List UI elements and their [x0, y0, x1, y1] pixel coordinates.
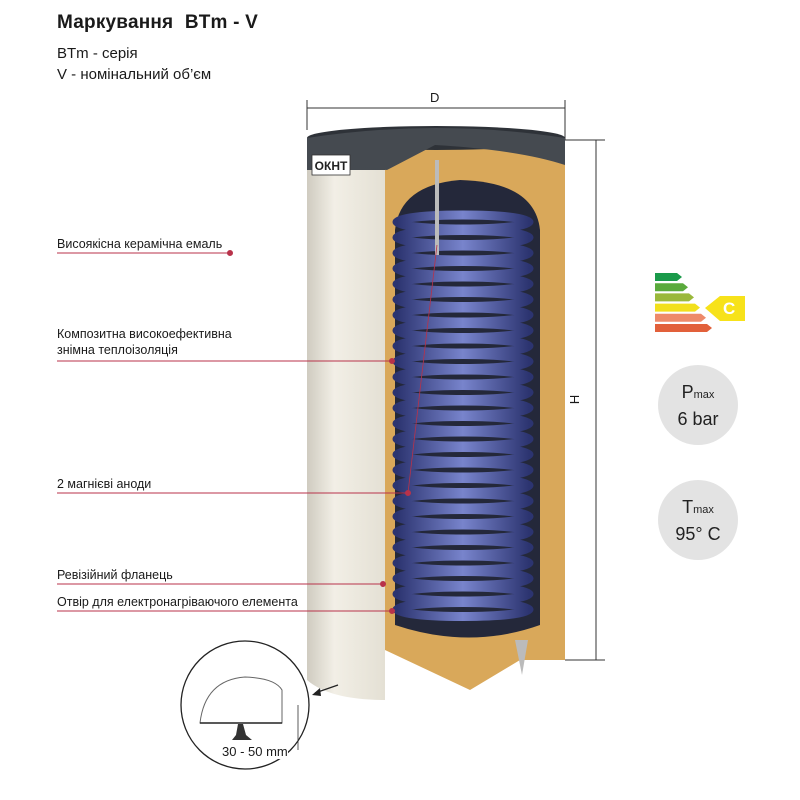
- callout-flange: Ревізійний фланець: [57, 568, 173, 582]
- callout-heater-opening: Отвір для електронагріваючого елемента: [57, 595, 298, 609]
- energy-class-indicator: [705, 296, 745, 321]
- energy-bar: [655, 313, 706, 322]
- spec-sub: max: [693, 504, 714, 516]
- callout-insulation: Композитна високоефективна знімна теплоі…: [57, 327, 232, 357]
- coil-turn: [392, 598, 534, 621]
- title-text: Маркування: [57, 12, 174, 33]
- model-code: BTm - V: [184, 12, 259, 33]
- height-dimension-label: H: [567, 394, 583, 405]
- legend-volume: V - номінальний об’єм: [57, 66, 212, 83]
- spec-symbol: T: [682, 497, 694, 517]
- diameter-dimension-label: D: [430, 90, 440, 105]
- spec-symbol: P: [681, 382, 694, 402]
- spec-value: 6 bar: [677, 409, 719, 429]
- spec-tmax: Tmax 95° C: [658, 480, 738, 560]
- legend-series: BTm - серія: [57, 45, 138, 62]
- leg-adjust-label: 30 - 50 mm: [222, 744, 288, 759]
- energy-bar: [655, 273, 682, 281]
- spec-value: 95° C: [675, 524, 721, 544]
- energy-bar: [655, 283, 688, 292]
- callout-enamel: Висоякісна керамічна емаль: [57, 237, 223, 251]
- energy-bar: [655, 293, 694, 302]
- spec-pmax: Pmax 6 bar: [658, 365, 738, 445]
- brand-logo: ОКНТ: [315, 159, 348, 173]
- page-title: Маркування BTm - V: [57, 12, 258, 34]
- energy-bar: [655, 303, 700, 312]
- callout-anodes: 2 магнієві аноди: [57, 477, 152, 491]
- energy-bar: [655, 324, 712, 332]
- energy-class-value: C: [723, 299, 736, 318]
- spec-sub: max: [693, 389, 715, 401]
